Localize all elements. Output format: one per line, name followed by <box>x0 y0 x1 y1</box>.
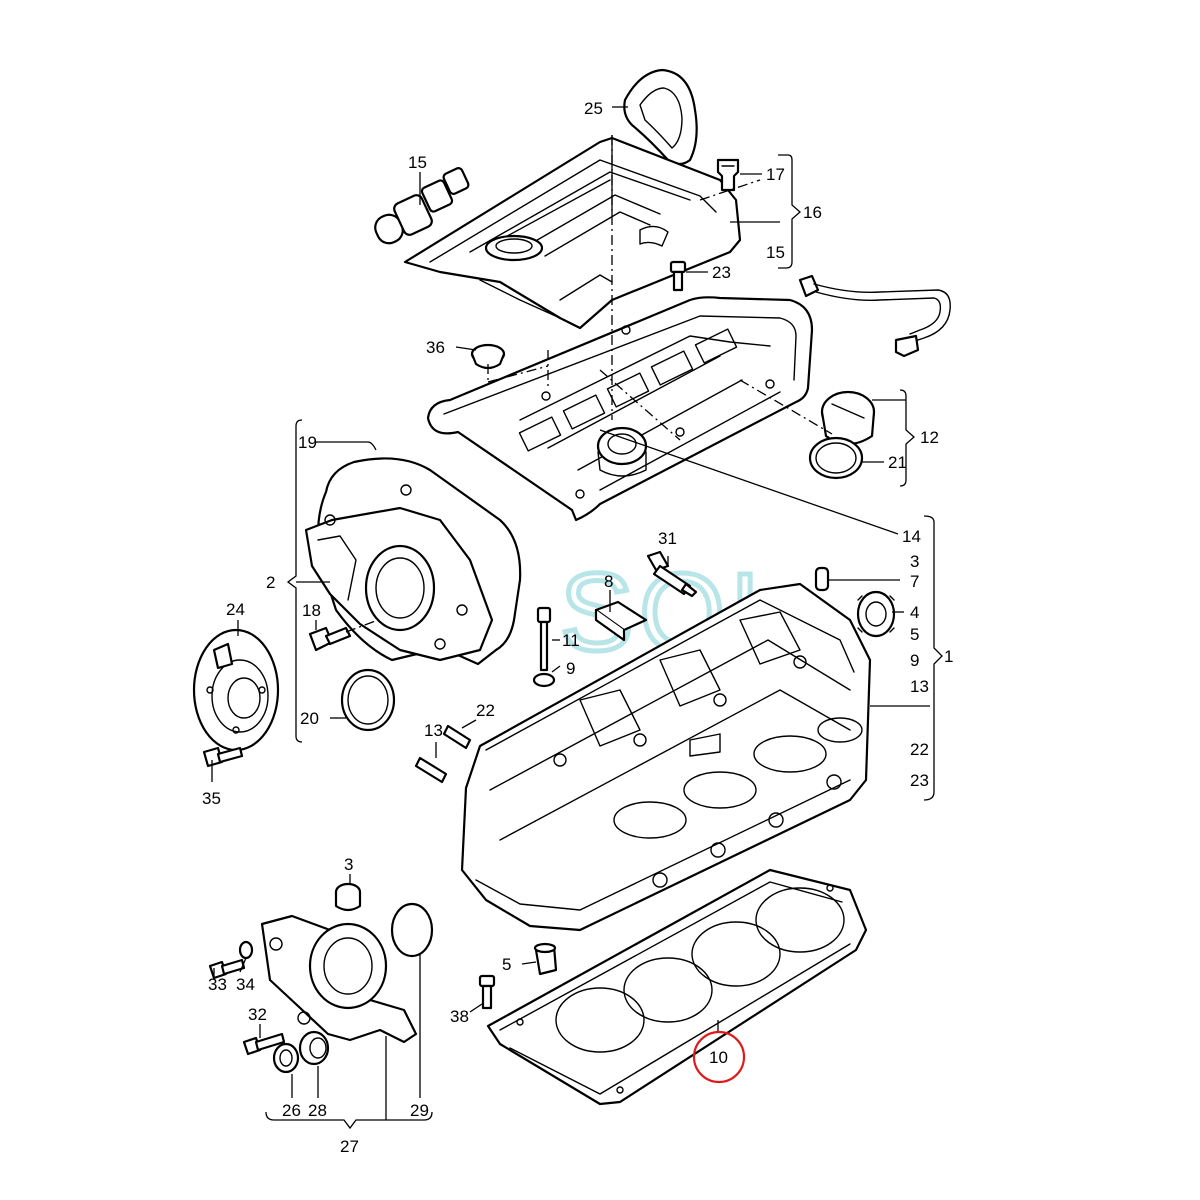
bolt-35 <box>202 746 244 768</box>
label-7: 7 <box>910 572 919 591</box>
label-15-bracket: 15 <box>766 243 785 262</box>
plug-17 <box>716 158 740 192</box>
label-9: 9 <box>566 659 575 678</box>
washer-9 <box>532 672 556 688</box>
bolt-23-upper <box>669 260 687 292</box>
label-36: 36 <box>426 338 445 357</box>
o-ring-29 <box>390 902 434 958</box>
label-23-upper: 23 <box>712 263 731 282</box>
label-16: 16 <box>803 203 822 222</box>
washer-34 <box>238 940 254 960</box>
bolt-32 <box>242 1032 286 1056</box>
stud-13 <box>414 756 448 784</box>
head-gasket-10 <box>486 868 868 1106</box>
leader-lines <box>211 106 943 1130</box>
label-35: 35 <box>202 789 221 808</box>
label-34: 34 <box>236 975 255 994</box>
cam-adjuster-24 <box>192 628 280 752</box>
gear-4 <box>856 590 896 638</box>
dash-lines <box>345 135 833 633</box>
label-5-lower: 5 <box>502 955 511 974</box>
label-3-lower: 3 <box>344 855 353 874</box>
seal-5 <box>533 942 558 976</box>
label-15-upper: 15 <box>408 153 427 172</box>
label-32: 32 <box>248 1005 267 1024</box>
label-17: 17 <box>766 165 785 184</box>
label-38: 38 <box>450 1007 469 1026</box>
seal-20 <box>340 668 396 732</box>
engine-cover-16 <box>403 136 742 330</box>
plug-28 <box>298 1030 330 1066</box>
label-18: 18 <box>302 601 321 620</box>
timing-cover-2 <box>304 457 522 666</box>
label-5-right: 5 <box>910 625 919 644</box>
label-29: 29 <box>410 1101 429 1120</box>
label-33: 33 <box>208 975 227 994</box>
oil-filler-cap-12 <box>820 390 876 446</box>
label-4: 4 <box>910 603 919 622</box>
cap-3-lower <box>334 882 362 912</box>
bolt-18 <box>308 626 352 652</box>
valve-cover-14 <box>426 296 814 522</box>
label-22: 22 <box>476 701 495 720</box>
label-19: 19 <box>298 433 317 452</box>
bolt-11 <box>536 606 552 672</box>
label-25: 25 <box>584 99 603 118</box>
label-20: 20 <box>300 709 319 728</box>
label-21: 21 <box>888 453 907 472</box>
label-9-right: 9 <box>910 651 919 670</box>
label-28: 28 <box>308 1101 327 1120</box>
label-26: 26 <box>282 1101 301 1120</box>
label-3-right: 3 <box>910 552 919 571</box>
gaskets-15 <box>374 167 470 245</box>
label-27: 27 <box>340 1137 359 1156</box>
label-1: 1 <box>944 647 953 666</box>
bolt-38 <box>478 974 496 1010</box>
plug-26 <box>272 1042 300 1074</box>
cylinder-head-1 <box>460 582 872 932</box>
bracket-8 <box>594 600 648 642</box>
pump-housing <box>260 914 418 1044</box>
label-13: 13 <box>424 721 443 740</box>
label-8: 8 <box>604 572 613 591</box>
label-14: 14 <box>902 527 921 546</box>
label-12: 12 <box>920 428 939 447</box>
label-31: 31 <box>658 529 677 548</box>
label-22-right: 22 <box>910 740 929 759</box>
stud-22 <box>442 724 472 750</box>
gasket-25-inner <box>639 87 683 149</box>
label-23-right: 23 <box>910 771 929 790</box>
seal-21-upper <box>808 436 864 480</box>
sensor-31 <box>646 550 698 598</box>
breather-hose <box>798 274 951 358</box>
part-labels: 25 15 17 16 15 23 36 12 21 19 14 3 31 7 … <box>202 99 953 1156</box>
label-11: 11 <box>562 631 580 650</box>
pin-7 <box>814 566 830 592</box>
label-2: 2 <box>266 573 275 592</box>
label-13-right: 13 <box>910 677 929 696</box>
label-10: 10 <box>709 1048 728 1067</box>
highlight-circle-10 <box>692 1030 746 1084</box>
label-24: 24 <box>226 600 245 619</box>
